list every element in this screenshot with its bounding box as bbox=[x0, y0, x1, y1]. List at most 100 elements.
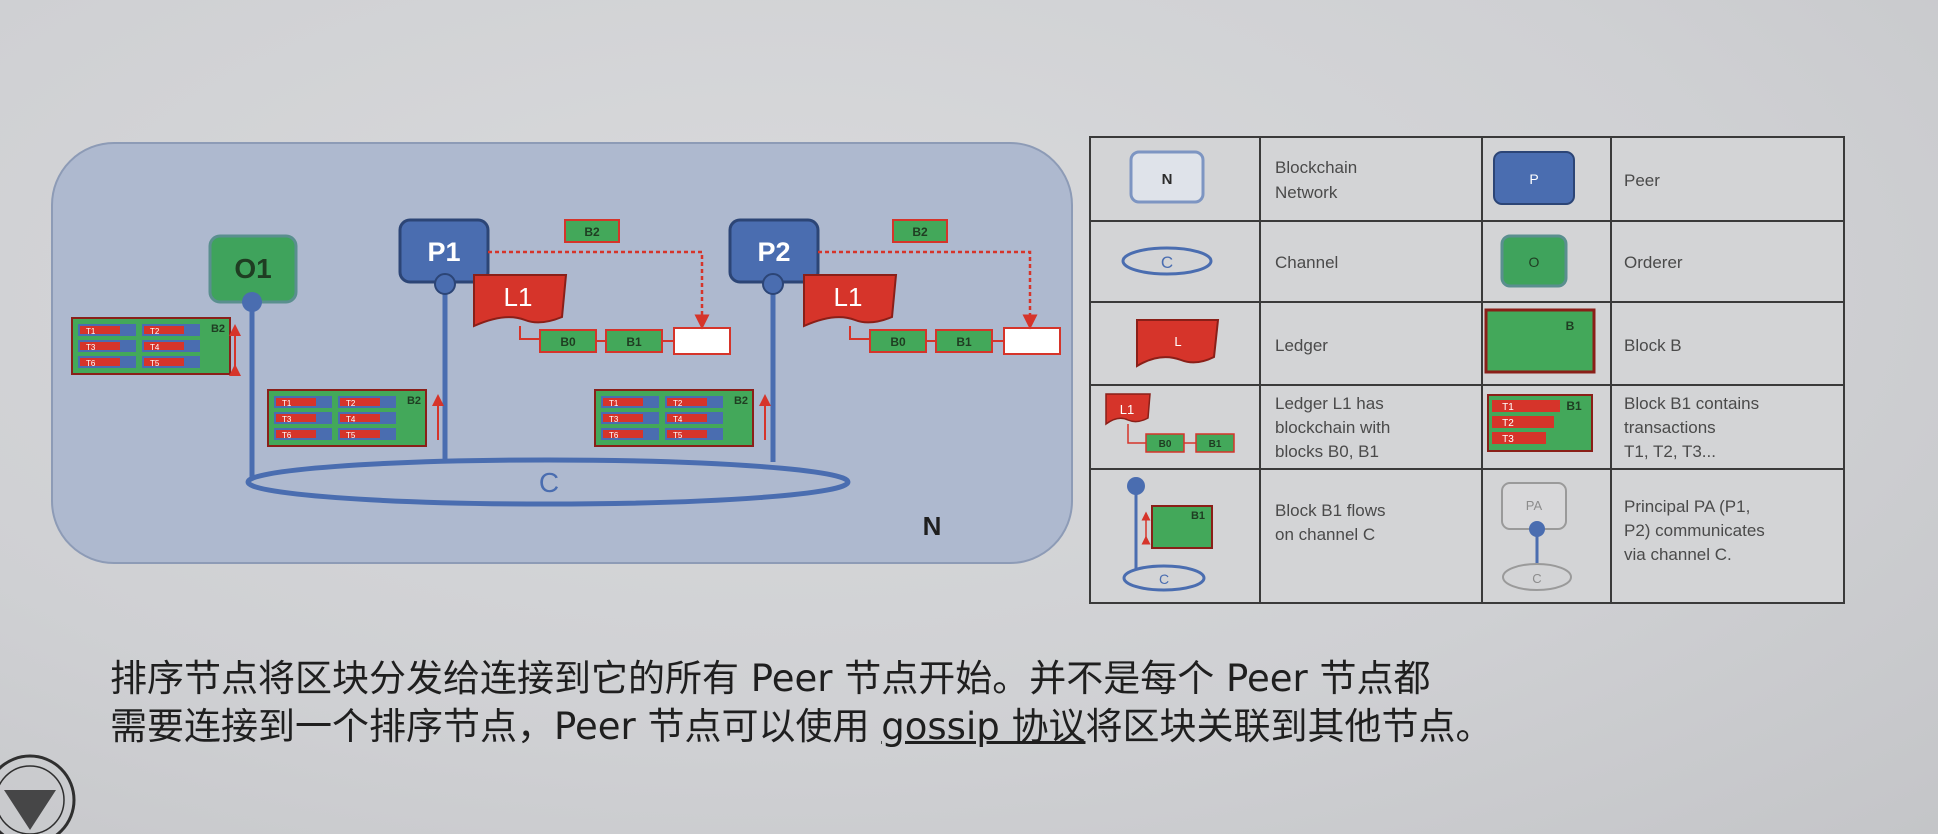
legend-tx-block-icon: T1 T2 T3 B1 bbox=[1487, 394, 1593, 452]
legend-block-flow-icon: C B1 bbox=[1122, 477, 1213, 592]
legend-ledger-chain-text-1: Ledger L1 has bbox=[1275, 394, 1384, 413]
caption-line-2-end: 将区块关联到其他节点。 bbox=[1085, 705, 1493, 748]
legend-tx-t1-label: T1 bbox=[1502, 402, 1514, 413]
tx-bar bbox=[603, 430, 643, 438]
ledger-l1-p2-label: L1 bbox=[834, 282, 863, 312]
legend-channel-text: Channel bbox=[1275, 253, 1338, 272]
tx-bar bbox=[667, 414, 707, 422]
tx-label: T5 bbox=[150, 359, 160, 368]
legend-orderer-text: Orderer bbox=[1624, 253, 1683, 272]
svg-text:Ledger: Ledger bbox=[1275, 336, 1328, 355]
tx-bar bbox=[667, 398, 707, 406]
gossip-protocol-link[interactable]: gossip 协议 bbox=[881, 705, 1086, 748]
legend-block-flow-text-2: on channel C bbox=[1275, 525, 1375, 544]
legend-block-icon-label: B bbox=[1566, 319, 1575, 333]
university-seal-logo bbox=[0, 754, 76, 834]
caption-line-2: 需要连接到一个排序节点，Peer 节点可以使用 gossip 协议将区块关联到其… bbox=[110, 703, 1910, 751]
caption-line-2-start: 需要连接到一个排序节点，Peer 节点可以使用 bbox=[110, 705, 882, 748]
tx-label: T2 bbox=[673, 399, 683, 408]
orderer-o1-label: O1 bbox=[234, 253, 271, 284]
legend-principal-text-1: Principal PA (P1, bbox=[1624, 497, 1750, 516]
legend-orderer-icon-label: O bbox=[1529, 254, 1540, 270]
tx-label: T4 bbox=[673, 415, 683, 424]
tx-bar bbox=[276, 398, 316, 406]
legend-channel-icon: C bbox=[1121, 246, 1213, 276]
legend-network-text-1: Blockchain bbox=[1275, 158, 1357, 177]
tx-label: T4 bbox=[150, 343, 160, 352]
flow-block-b2-p1-label: B2 bbox=[584, 225, 600, 239]
tx-bar bbox=[276, 430, 316, 438]
tx-label: T2 bbox=[346, 399, 356, 408]
legend-peer-icon-label: P bbox=[1529, 171, 1538, 187]
peer-p1-label: P1 bbox=[427, 237, 460, 267]
chain-block-empty-p2 bbox=[1003, 327, 1061, 355]
tx-block-label: B2 bbox=[734, 395, 748, 407]
tx-bar bbox=[144, 326, 184, 334]
legend-block-icon: B bbox=[1484, 308, 1596, 374]
chain-block-b0-p1-label: B0 bbox=[560, 335, 576, 349]
legend-channel-icon-label: C bbox=[1161, 253, 1173, 272]
tx-label: T1 bbox=[282, 399, 292, 408]
tx-label: T4 bbox=[346, 415, 356, 424]
legend-block-flow-text-1: Block B1 flows bbox=[1275, 501, 1386, 520]
block-flow-p1: B2 bbox=[488, 219, 710, 330]
tx-bar bbox=[80, 342, 120, 350]
tx-label: T1 bbox=[609, 399, 619, 408]
chain-block-empty-p1 bbox=[673, 327, 731, 355]
tx-label: T6 bbox=[282, 431, 292, 440]
tx-bar bbox=[340, 414, 380, 422]
flow-block-b2-p1 bbox=[564, 219, 620, 243]
tx-bar bbox=[603, 398, 643, 406]
ledger-l1-p2: L1 B0 B1 bbox=[803, 274, 1061, 355]
legend-block-text: Block B bbox=[1624, 336, 1682, 355]
peer-p2-port bbox=[762, 273, 784, 295]
tx-label: T6 bbox=[86, 359, 96, 368]
tx-label: T5 bbox=[673, 431, 683, 440]
network-n-label: N bbox=[923, 511, 942, 541]
legend-peer-icon: P bbox=[1493, 151, 1575, 205]
tx-label: T3 bbox=[609, 415, 619, 424]
legend-ledger-chain-text-3: blocks B0, B1 bbox=[1275, 442, 1379, 461]
orderer-o1: O1 bbox=[208, 234, 298, 312]
legend-ledger-icon-label: L bbox=[1174, 334, 1181, 349]
ledger-l1-p1-label: L1 bbox=[504, 282, 533, 312]
chain-block-b1-p2-label: B1 bbox=[956, 335, 972, 349]
tx-label: T2 bbox=[150, 327, 160, 336]
tx-bar bbox=[667, 430, 707, 438]
legend-tx-block-text-2: transactions bbox=[1624, 418, 1716, 437]
flow-block-b2-p2 bbox=[892, 219, 948, 243]
tx-bar bbox=[603, 414, 643, 422]
legend-ledger-chain-icon-label: L1 bbox=[1120, 402, 1134, 417]
tx-label: T6 bbox=[609, 431, 619, 440]
legend-tx-t2-label: T2 bbox=[1502, 418, 1514, 429]
slide-caption: 排序节点将区块分发给连接到它的所有 Peer 节点开始。并不是每个 Peer 节… bbox=[110, 655, 1910, 751]
tx-bar bbox=[276, 414, 316, 422]
tx-block-label: B2 bbox=[211, 323, 225, 335]
legend-flow-channel-label: C bbox=[1159, 571, 1169, 587]
tx-label: T1 bbox=[86, 327, 96, 336]
tx-bar bbox=[144, 358, 184, 366]
legend-network-icon-label: N bbox=[1162, 171, 1173, 188]
tx-bar bbox=[80, 326, 120, 334]
legend-tx-block-icon-label: B1 bbox=[1566, 399, 1582, 413]
legend-network-text-2: Network bbox=[1275, 183, 1338, 202]
block-flow-p2: B2 bbox=[818, 219, 1038, 330]
legend-ledger-text: Ledger bbox=[1275, 336, 1328, 355]
legend-orderer-icon: O bbox=[1500, 234, 1568, 288]
chain-block-b0-p2-label: B0 bbox=[890, 335, 906, 349]
legend-chain-b1-label: B1 bbox=[1209, 439, 1222, 450]
tx-bar bbox=[340, 430, 380, 438]
tx-bar bbox=[80, 358, 120, 366]
svg-text:Channel: Channel bbox=[1275, 253, 1338, 272]
channel-c-label: C bbox=[539, 467, 559, 498]
legend-flow-block-label: B1 bbox=[1191, 510, 1205, 522]
peer-p2-label: P2 bbox=[757, 237, 790, 267]
